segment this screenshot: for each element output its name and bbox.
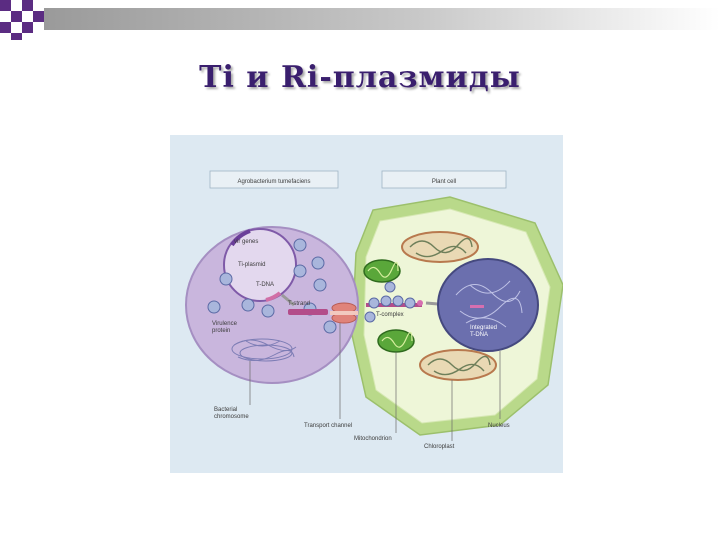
leader-lines xyxy=(249,323,501,441)
label-t-dna: T-DNA xyxy=(256,282,274,288)
virulence-protein xyxy=(241,298,255,312)
virulence-protein xyxy=(311,256,325,270)
header-square-6 xyxy=(22,22,33,33)
label-mitochondrion: Mitochondrion xyxy=(354,436,392,442)
chloroplast xyxy=(419,349,497,381)
bacterial-chromosome xyxy=(231,338,297,362)
label-virulence-protein-2: protein xyxy=(212,328,230,334)
nucleus xyxy=(437,258,539,352)
virulence-protein xyxy=(207,300,221,314)
virulence-protein xyxy=(219,272,233,286)
header-square-1 xyxy=(0,0,11,11)
header-square-3 xyxy=(11,11,22,22)
plant-chromatin xyxy=(455,280,523,328)
label-integrated-t-dna-1: Integrated xyxy=(470,325,497,331)
virulence-protein xyxy=(261,304,275,318)
header-box-right xyxy=(381,170,507,189)
transport-channel xyxy=(330,302,358,324)
header-gradient-bar xyxy=(44,8,720,30)
t-complex-tip xyxy=(417,300,423,306)
mitochondrion xyxy=(377,329,415,353)
label-virulence-protein-1: Virulence xyxy=(212,321,238,327)
header-square-7 xyxy=(11,33,22,40)
mitochondrion xyxy=(363,259,401,283)
t-strand-arrow xyxy=(281,293,295,307)
header-square-2 xyxy=(22,0,33,11)
header-band xyxy=(0,0,720,40)
label-chloroplast: Chloroplast xyxy=(424,444,455,450)
label-bacterial-chromosome-1: Bacterial xyxy=(214,407,237,413)
header-square-4 xyxy=(33,11,44,22)
virulence-protein xyxy=(293,238,307,252)
t-dna-region xyxy=(265,291,282,302)
slide-title: Ti и Ri-плазмиды xyxy=(199,60,521,95)
header-square-5 xyxy=(0,22,11,33)
label-transport-channel: Transport channel xyxy=(304,423,352,429)
label-ti-plasmid: Ti-plasmid xyxy=(238,262,265,268)
header-left-label: Agrobacterium tumefaciens xyxy=(237,179,310,185)
chloroplast xyxy=(401,231,479,263)
label-t-complex: T-complex xyxy=(376,312,404,318)
virulence-protein xyxy=(293,264,307,278)
virulence-protein xyxy=(313,278,327,292)
label-nucleus: Nucleus xyxy=(488,423,510,429)
label-integrated-t-dna-2: T-DNA xyxy=(470,332,488,338)
header-box-left xyxy=(209,170,339,189)
label-bacterial-chromosome-2: chromosome xyxy=(214,414,249,420)
label-t-strand: T-strand xyxy=(288,301,310,307)
header-right-label: Plant cell xyxy=(432,179,456,185)
vir-genes-region xyxy=(230,229,251,247)
agrobacterium-diagram: Agrobacterium tumefaciens Plant cell vir… xyxy=(170,135,563,473)
t-strand xyxy=(288,309,328,315)
t-complex xyxy=(364,281,422,323)
ti-plasmid xyxy=(223,228,297,302)
label-vir-genes: vir genes xyxy=(234,239,258,245)
integrated-t-dna xyxy=(470,305,484,308)
virulence-protein xyxy=(323,320,337,334)
